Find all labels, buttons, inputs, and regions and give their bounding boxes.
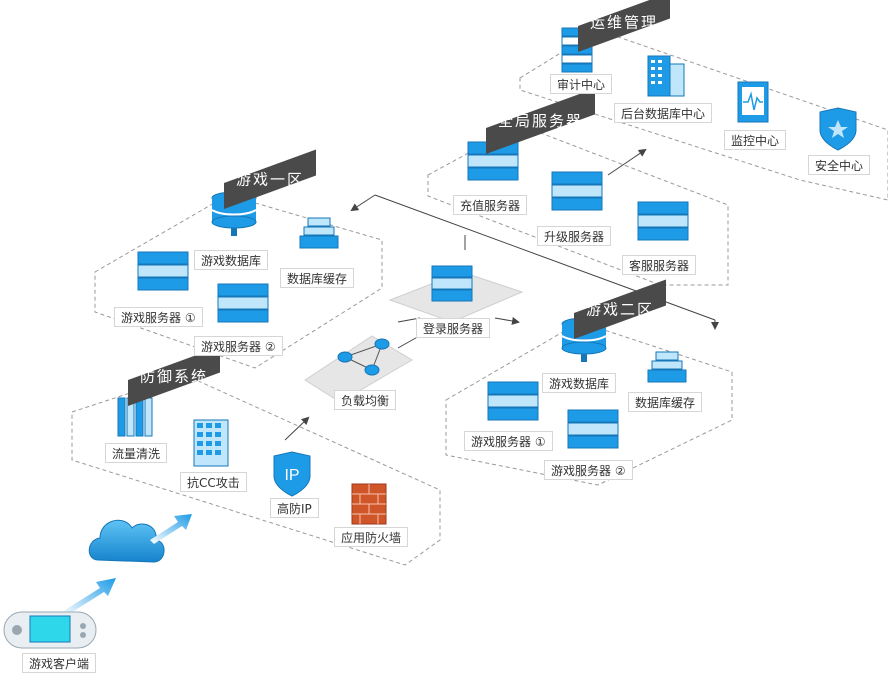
monitor-icon <box>737 81 769 123</box>
backend-db-icon <box>647 55 685 97</box>
label-zone1-server1: 游戏服务器 ① <box>114 307 203 327</box>
zone-border-global <box>427 124 729 286</box>
traffic-cleaning-icon <box>117 397 153 437</box>
label-traffic-cleaning: 流量清洗 <box>105 443 168 463</box>
label-zone1-cache: 数据库缓存 <box>280 268 355 288</box>
label-zone2-db: 游戏数据库 <box>542 373 617 393</box>
label-monitor-center: 监控中心 <box>724 130 787 150</box>
label-audit-center: 审计中心 <box>550 74 613 94</box>
zone2-cache-icon <box>647 351 687 383</box>
zone2-server1-icon <box>487 381 539 421</box>
recharge-server-icon <box>467 141 519 181</box>
zone1-server2-icon <box>217 283 269 323</box>
high-defense-ip-icon: IP <box>273 451 311 497</box>
zone1-server1-icon <box>137 251 189 291</box>
label-zone2-cache: 数据库缓存 <box>628 392 703 412</box>
label-security-center: 安全中心 <box>808 155 871 175</box>
label-support-server: 客服服务器 <box>622 255 697 275</box>
shield-icon <box>819 107 857 151</box>
label-backend-db-center: 后台数据库中心 <box>614 103 713 123</box>
ip-text: IP <box>284 467 299 484</box>
zone1-cache-icon <box>299 217 339 249</box>
anti-cc-icon <box>193 419 229 467</box>
label-game-client: 游戏客户端 <box>22 653 97 673</box>
waf-brick-icon <box>351 483 387 525</box>
label-high-defense-ip: 高防IP <box>270 498 319 518</box>
label-zone2-server2: 游戏服务器 ② <box>544 460 633 480</box>
label-recharge-server: 充值服务器 <box>453 195 528 215</box>
login-server-icon <box>431 265 473 302</box>
lb-platform <box>304 335 413 403</box>
zone-border-defense <box>71 374 441 566</box>
gamepad-icon <box>3 611 97 649</box>
label-zone1-db: 游戏数据库 <box>194 250 269 270</box>
label-upgrade-server: 升级服务器 <box>537 226 612 246</box>
load-balancer-icon <box>337 338 390 376</box>
upgrade-server-icon <box>551 171 603 211</box>
zone2-database-icon <box>561 317 607 362</box>
label-login-server: 登录服务器 <box>416 318 491 338</box>
label-load-balancer: 负载均衡 <box>334 390 397 410</box>
label-zone2-server1: 游戏服务器 ① <box>464 431 553 451</box>
upload-arrow-icon-bottom <box>62 578 116 616</box>
label-zone1-server2: 游戏服务器 ② <box>194 336 283 356</box>
support-server-icon <box>637 201 689 241</box>
zone-border-zone1 <box>94 194 383 369</box>
label-waf: 应用防火墙 <box>334 527 409 547</box>
label-anti-cc: 抗CC攻击 <box>180 472 247 492</box>
upload-arrow-icon-top <box>150 514 192 544</box>
cloud-icon <box>88 519 165 563</box>
zone2-server2-icon <box>567 409 619 449</box>
